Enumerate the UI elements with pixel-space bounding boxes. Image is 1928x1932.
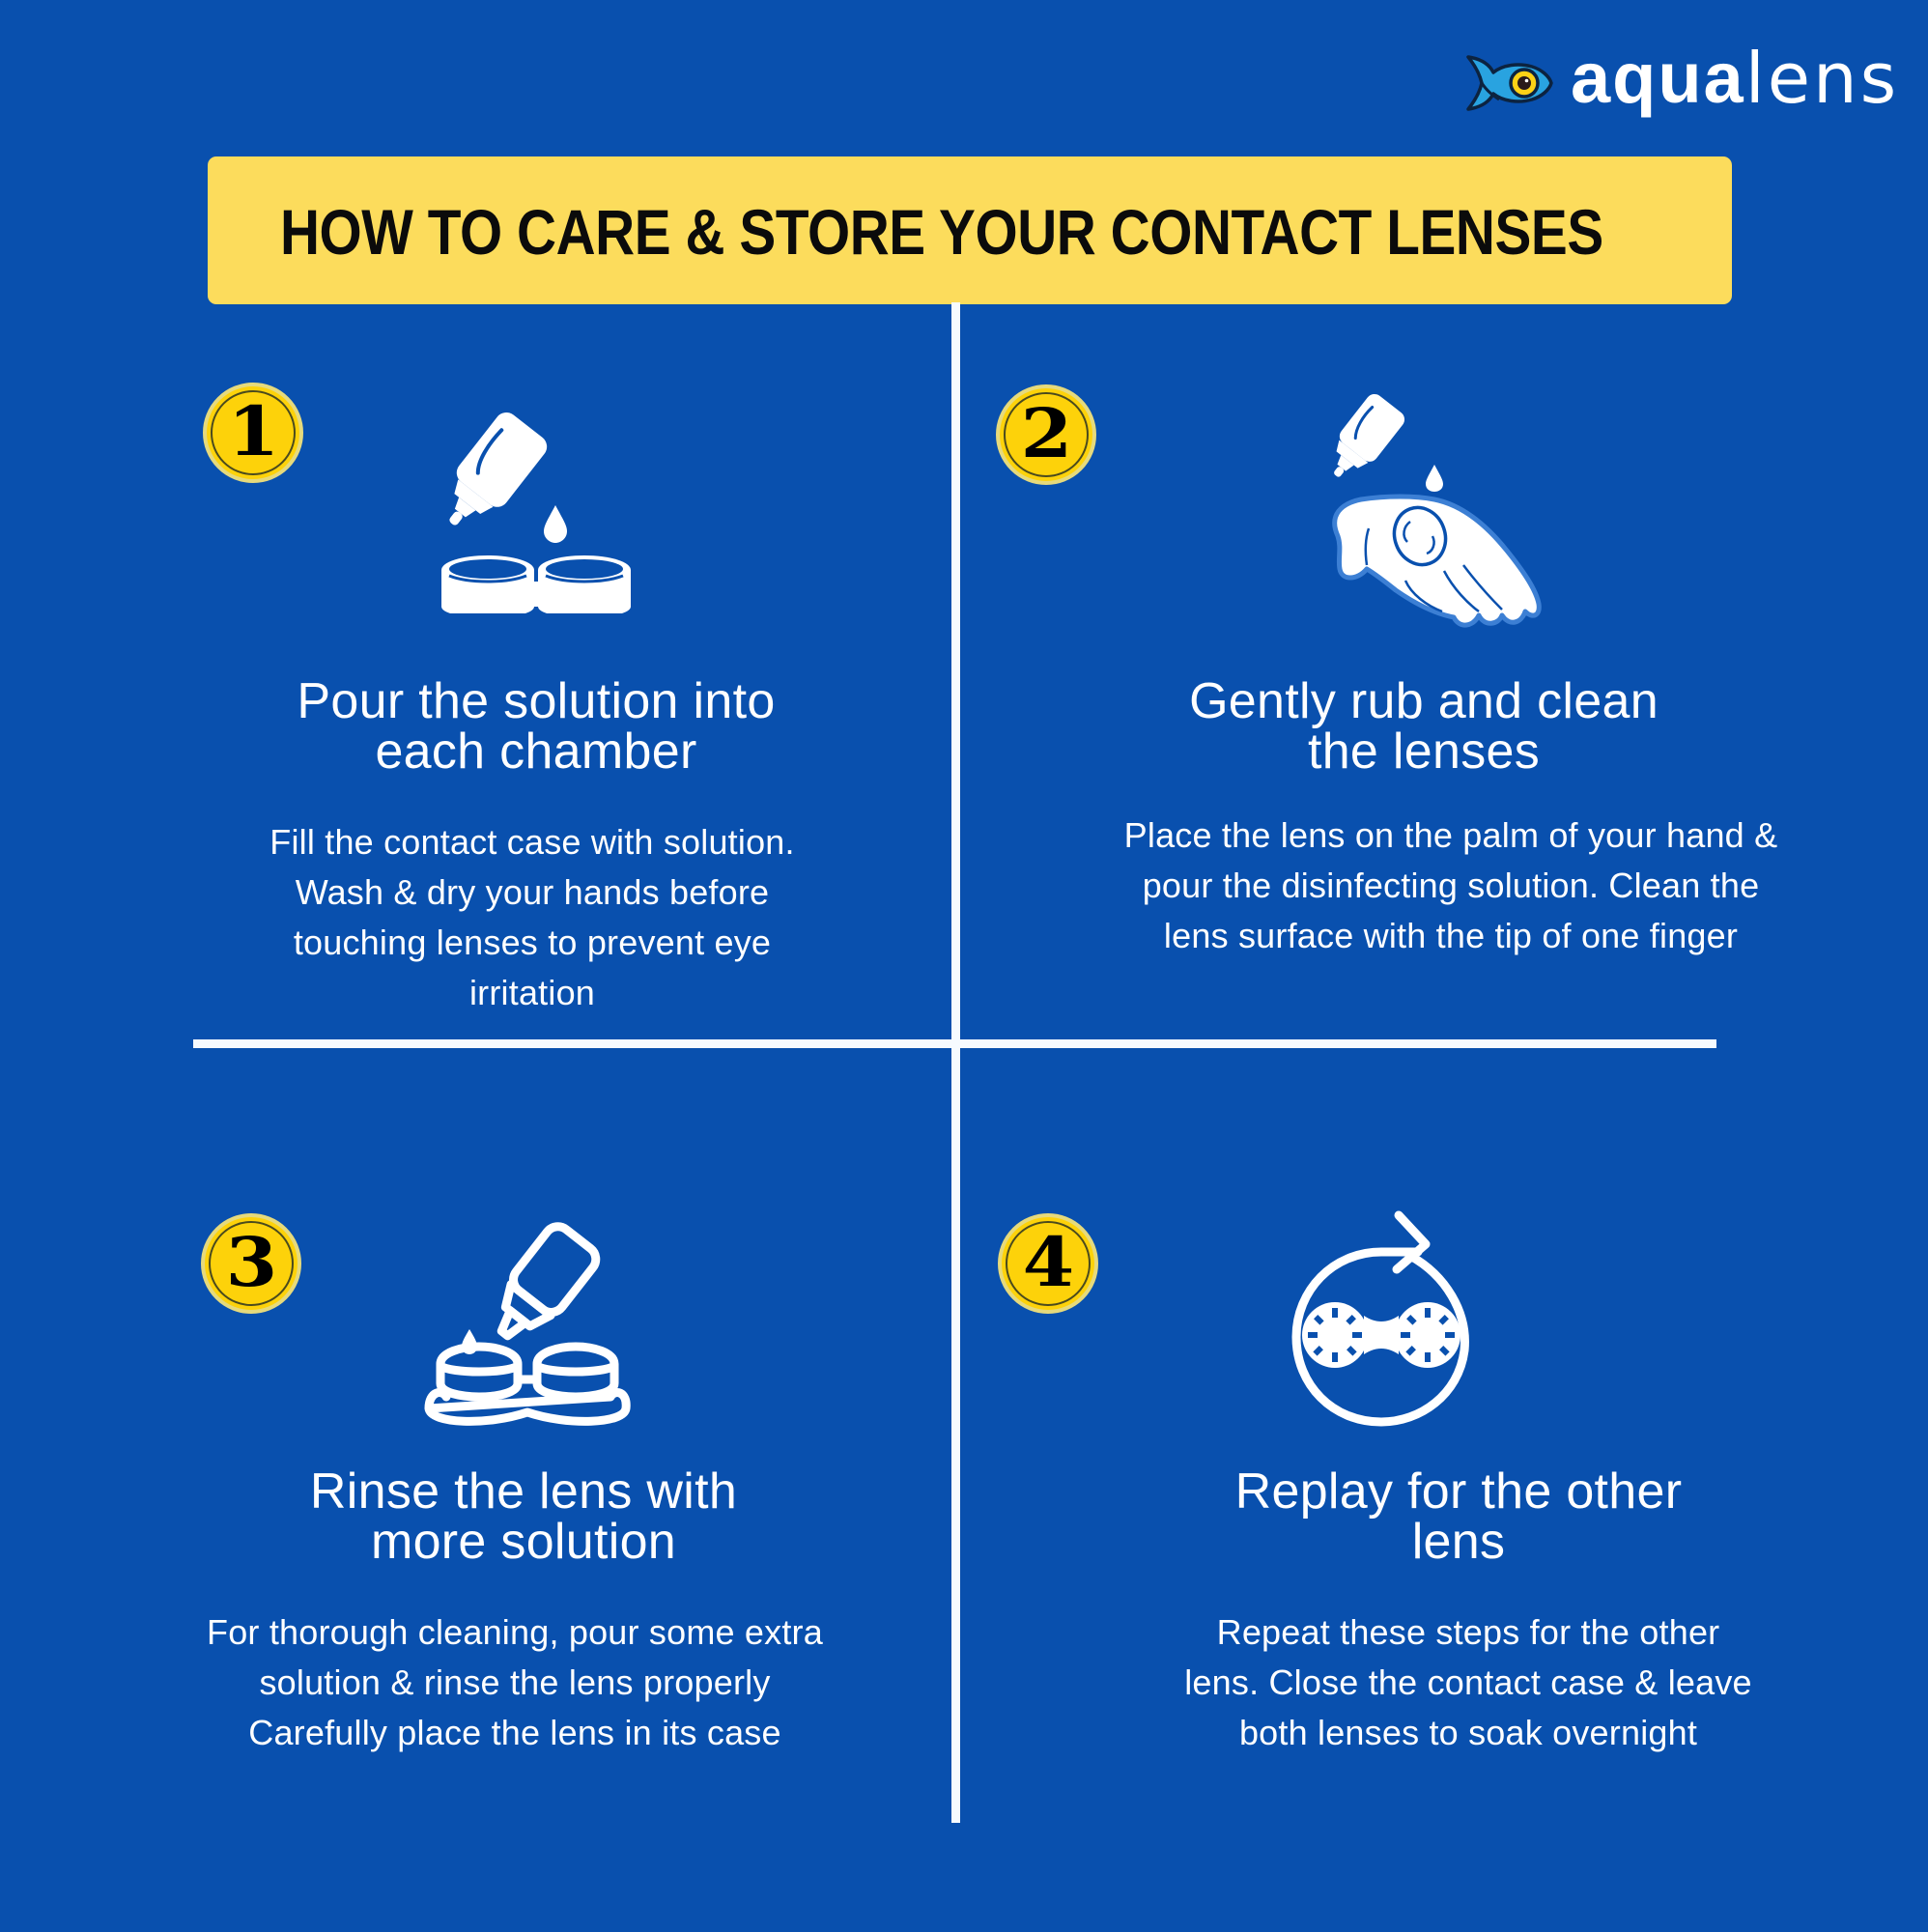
step-2-heading: Gently rub and clean the lenses [1189, 673, 1659, 780]
brand-name-bold: aqua [1571, 38, 1745, 118]
step-number: 2 [1020, 393, 1072, 473]
brand-logo: aqualens [1464, 43, 1896, 120]
step-3-heading: Rinse the lens with more solution [309, 1463, 738, 1570]
page-title: HOW TO CARE & STORE YOUR CONTACT LENSES [280, 196, 1603, 268]
step-2-description: Place the lens on the palm of your hand … [1123, 815, 1778, 955]
fish-eye-logo-icon [1466, 55, 1553, 111]
vertical-divider [951, 302, 960, 1823]
step-1-heading: Pour the solution into each chamber [297, 673, 776, 780]
step-3-description: For thorough cleaning, pour some extra s… [207, 1612, 823, 1752]
bottle-pouring-into-lens-case-icon [441, 412, 631, 613]
step-1-badge: 1 [203, 383, 303, 483]
step-4-heading: Replay for the other lens [1234, 1463, 1683, 1570]
horizontal-divider [193, 1039, 1716, 1048]
drop-on-lens-in-palm-icon [1332, 393, 1542, 628]
brand-name: aqualens [1571, 43, 1899, 114]
title-banner: HOW TO CARE & STORE YOUR CONTACT LENSES [208, 156, 1732, 304]
bottle-rinse-lens-case-icon [424, 1222, 631, 1426]
step-number: 1 [227, 391, 279, 471]
step-2-badge: 2 [996, 384, 1096, 485]
step-3-badge: 3 [201, 1213, 301, 1314]
step-number: 4 [1022, 1222, 1074, 1302]
step-4-description: Repeat these steps for the other lens. C… [1184, 1612, 1752, 1752]
brand-name-light: lens [1744, 38, 1900, 119]
step-4-badge: 4 [998, 1213, 1098, 1314]
repeat-lens-case-icon [1291, 1210, 1469, 1427]
step-number: 3 [225, 1222, 277, 1302]
step-1-description: Fill the contact case with solution. Was… [269, 822, 795, 1012]
